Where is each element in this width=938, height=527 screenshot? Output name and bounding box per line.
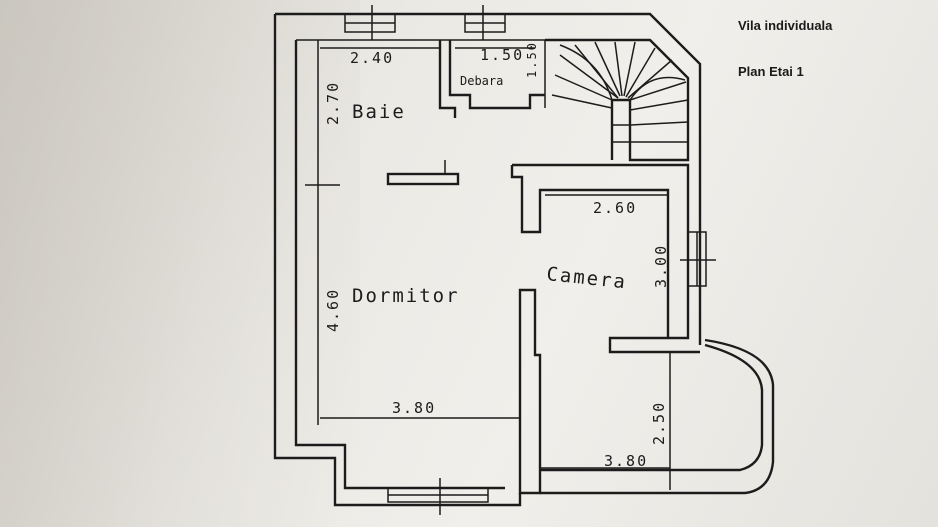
window-bottom-dormitor (387, 478, 489, 515)
plan-subtitle: Plan Etai 1 (738, 64, 804, 79)
room-debara-label: Debara (460, 74, 503, 88)
room-dormitor-label: Dormitor (352, 285, 460, 307)
debara-width-label: 1.50 (480, 46, 524, 64)
plan-title: Vila individuala (738, 18, 833, 33)
room-camera-label: Camera (545, 263, 627, 293)
dormitor-width-label: 3.80 (392, 399, 436, 417)
debara-height-label: 1.50 (525, 41, 539, 78)
balcony-wall (540, 338, 775, 495)
balcony-width-label: 3.80 (604, 452, 648, 470)
window-top-debara (464, 5, 506, 40)
baie-height-label: 2.70 (324, 81, 342, 125)
room-baie-label: Baie (352, 101, 406, 123)
window-right-camera (680, 231, 716, 287)
camera-wall (510, 163, 700, 354)
baie-width-label: 2.40 (350, 49, 394, 67)
dormitor-height-label: 4.60 (324, 288, 342, 332)
baie-partition (438, 40, 545, 118)
outer-wall (273, 12, 702, 507)
camera-height-label: 3.00 (652, 244, 670, 288)
baie-wall-segment (386, 172, 460, 186)
camera-width-label: 2.60 (593, 199, 637, 217)
staircase (545, 38, 690, 162)
balcony-height-label: 2.50 (650, 401, 668, 445)
window-top-baie (344, 5, 396, 40)
dimension-lines (320, 47, 671, 490)
dormitor-camera-partition (518, 288, 542, 495)
